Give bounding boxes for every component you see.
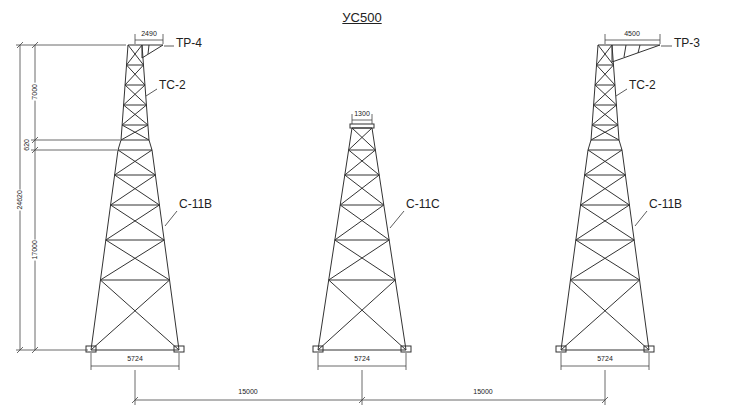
dimension: 620 [23,138,31,152]
cross-arm [612,45,660,62]
tower-lines [86,45,660,352]
dimension: 5724 [596,355,614,363]
middle-tower [313,124,411,352]
dimension: 2490 [141,30,157,38]
dimension: 5724 [126,355,144,363]
dimension: 1300 [354,110,370,118]
dimension: 15000 [237,388,258,396]
part-label: С-11В [649,198,682,211]
dimension: 15000 [472,388,493,396]
dimension: 5724 [353,355,371,363]
drawing-title: УС500 [342,11,381,25]
cross-arm [142,45,163,58]
leader-lines [146,46,672,228]
part-label: ТР-3 [674,37,700,50]
dimension-lines [16,34,660,405]
dimension: 4500 [624,30,640,38]
part-label: С-11В [179,198,212,211]
dimension: 24620 [16,189,24,210]
part-label: С-11С [406,198,440,211]
part-label: ТС-2 [629,79,656,92]
dimension: 17000 [31,239,39,260]
part-label: ТР-4 [176,37,202,50]
part-label: ТС-2 [159,79,186,92]
dimension: 7000 [31,83,39,101]
